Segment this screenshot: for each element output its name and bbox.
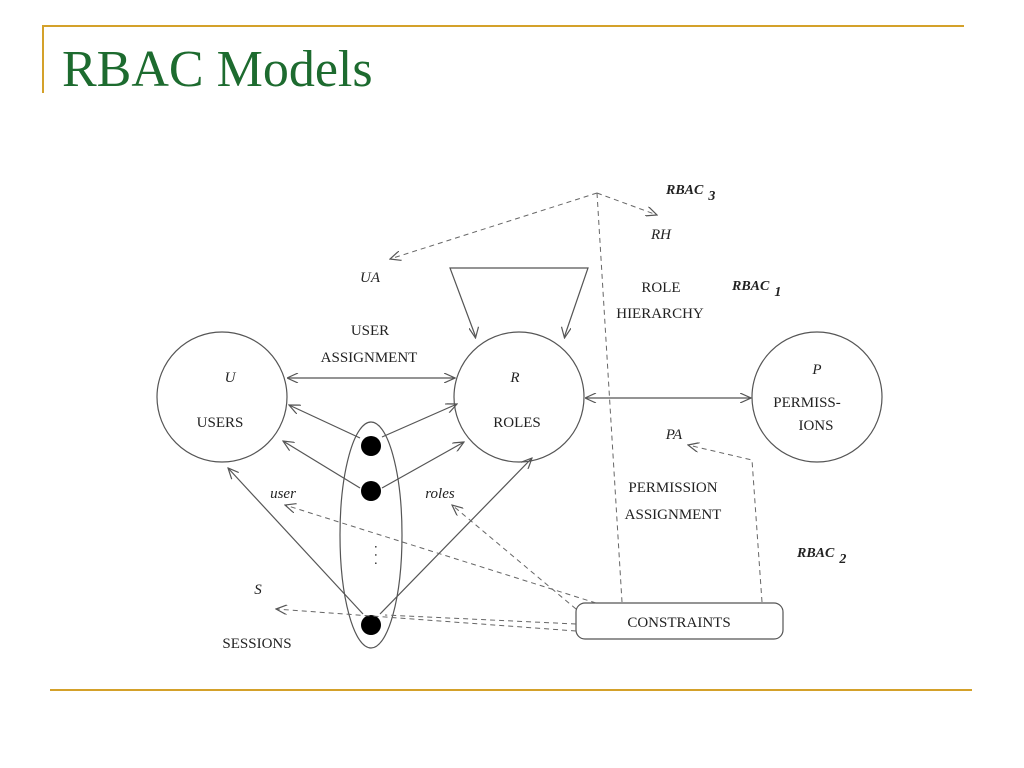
slide-title: RBAC Models: [62, 41, 373, 98]
constraints-to-pa: [688, 445, 763, 603]
permissions-symbol: P: [811, 362, 821, 378]
constraints-box: [575, 602, 784, 640]
rbac1-sub: 1: [774, 285, 781, 300]
users-label: USERS: [197, 415, 244, 431]
pa-label: PA: [665, 427, 683, 443]
sessions-ellipse: [339, 421, 403, 649]
constraints-to-roles: [452, 505, 577, 610]
role-hierarchy-line1: ROLE: [641, 280, 680, 296]
constraints-to-user: [285, 505, 597, 604]
ua-label: UA: [360, 270, 381, 286]
title-top-rule: [42, 25, 964, 27]
rbac2-sub: 2: [838, 552, 846, 567]
role-hierarchy-triangle: [449, 267, 589, 336]
constraints-to-s: [276, 609, 577, 632]
session-dot-1: [361, 436, 381, 456]
user-assignment-line2: ASSIGNMENT: [321, 350, 418, 366]
permissions-label-line1: PERMISS-: [773, 395, 841, 411]
permissions-label-line2: IONS: [798, 418, 833, 434]
permission-assignment-line2: ASSIGNMENT: [625, 507, 722, 523]
constraints-to-sessions: [384, 614, 577, 625]
roles-label: ROLES: [493, 415, 541, 431]
permission-assignment-line1: PERMISSION: [628, 480, 717, 496]
rbac3-base: RBAC: [665, 183, 704, 198]
rbac3-sub: 3: [707, 189, 715, 204]
session2-to-users: [283, 441, 361, 489]
sessionn-to-users: [228, 468, 364, 615]
users-symbol: U: [225, 370, 237, 386]
roles-circle: [453, 331, 585, 463]
rh-arrow-right: [565, 335, 566, 338]
permissions-circle: [751, 331, 883, 463]
rh-label: RH: [650, 227, 672, 243]
user-assignment-line1: USER: [351, 323, 389, 339]
users-circle: [156, 331, 288, 463]
roles-symbol: R: [509, 370, 519, 386]
title-left-rule: [42, 25, 44, 93]
session1-to-roles: [381, 404, 457, 438]
session-dot-2: [361, 481, 381, 501]
rbac1-label: RBAC 1: [731, 279, 781, 300]
rbac3-to-ua: [390, 192, 598, 259]
rh-arrow-left: [475, 335, 476, 338]
role-hierarchy-line2: HIERARCHY: [616, 306, 704, 322]
sessionn-to-roles: [379, 458, 532, 615]
rbac3-to-rh: [596, 192, 657, 215]
footer-rule: [50, 689, 972, 691]
session1-to-users: [289, 405, 361, 439]
sessions-symbol: S: [254, 582, 262, 598]
rbac2-base: RBAC: [796, 546, 835, 561]
session-dot-n: [361, 615, 381, 635]
constraints-label: CONSTRAINTS: [627, 615, 730, 631]
sessions-label: SESSIONS: [222, 636, 291, 652]
roles-function-label: roles: [425, 486, 455, 502]
session-ellipsis: · · ·: [367, 545, 382, 566]
session2-to-roles: [381, 442, 464, 489]
rbac1-base: RBAC: [731, 279, 770, 294]
user-function-label: user: [270, 486, 296, 502]
